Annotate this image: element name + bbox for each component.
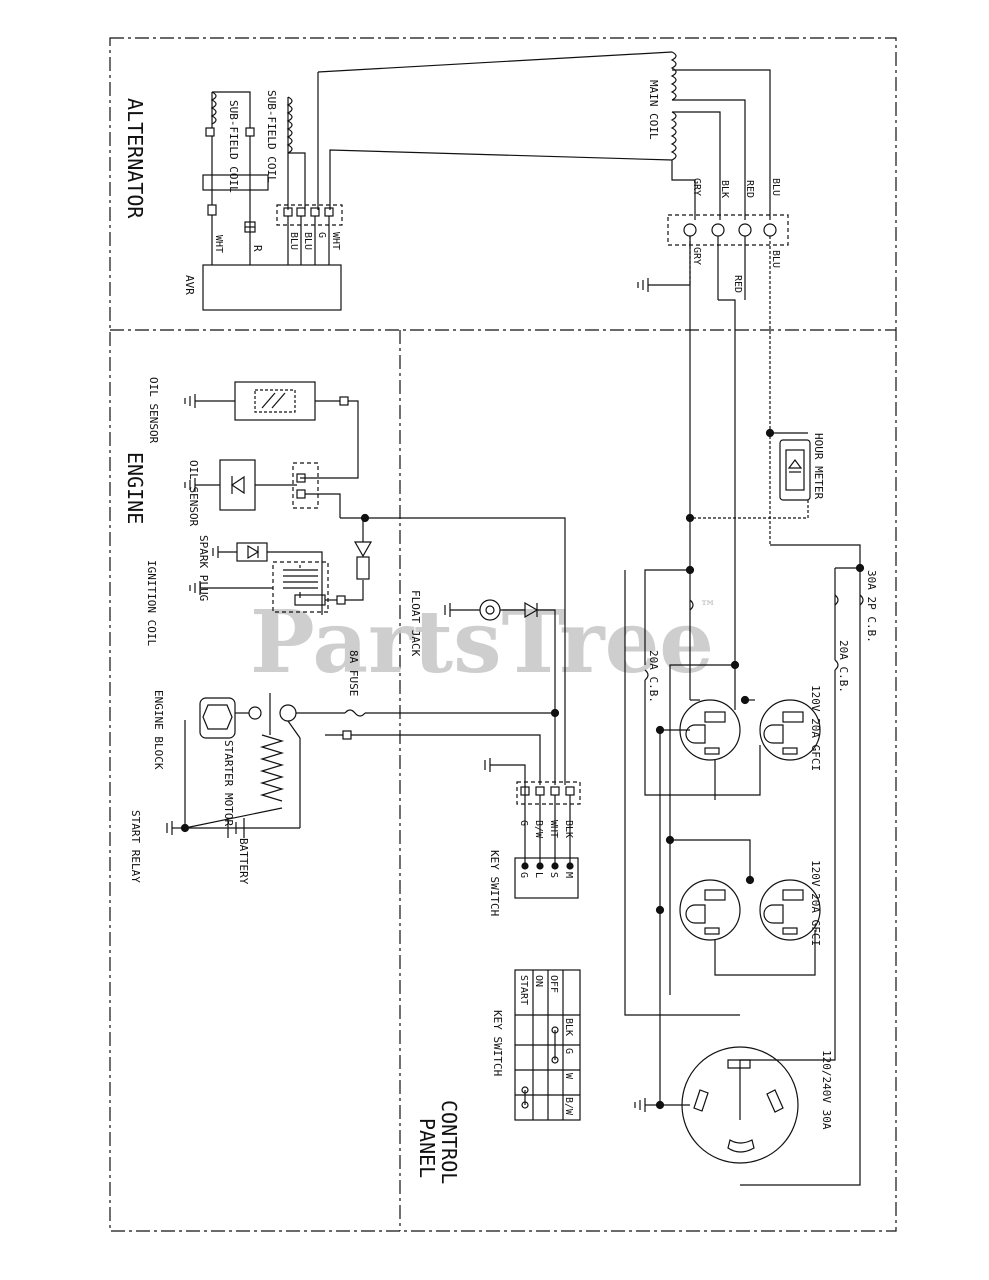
section-title-control: CONTROL	[437, 1100, 461, 1184]
oil-sensor-1-box[interactable]	[234, 381, 316, 421]
engine-section	[166, 381, 560, 838]
outlet-240-label: 120/240V 30A	[820, 1050, 833, 1130]
fuse-label: 8A FUSE	[347, 650, 360, 696]
avr-label: AVR	[183, 275, 196, 295]
ks-table-header-blk: BLK	[563, 1018, 574, 1036]
section-title-alternator: ALTERNATOR	[123, 98, 147, 219]
float-jack-label: FLOAT JACK	[409, 590, 422, 657]
start-relay-label: START RELAY	[129, 810, 142, 883]
main-coil-label: MAIN COIL	[647, 80, 660, 140]
section-title-panel: PANEL	[415, 1118, 439, 1178]
wire-label-red-top: RED	[744, 180, 755, 198]
control-section	[444, 599, 581, 899]
ks-pin-m: M	[563, 872, 574, 878]
avr-pin-blu-1: BLU	[302, 232, 313, 250]
cb-20a-right-label: 20A C.B.	[837, 640, 850, 693]
ks-table-row-off: OFF	[548, 975, 559, 993]
oil-sensor-2-label: OIL SENSOR	[187, 460, 200, 527]
watermark: PartsTree	[250, 592, 714, 693]
wire-label-blu-top: BLU	[770, 178, 781, 196]
ks-table-row-start: START	[518, 975, 529, 1005]
spark-plug-label: SPARK PLUG	[197, 535, 210, 601]
avr-pin-g: G	[316, 232, 327, 238]
sub-field-coil-right	[286, 96, 293, 154]
key-switch-label: KEY SWITCH	[488, 850, 501, 916]
hour-meter[interactable]	[779, 439, 811, 501]
ks-pin-l: L	[533, 872, 544, 878]
ks-table-header-g: G	[563, 1048, 574, 1054]
ignition-coil[interactable]	[272, 561, 329, 613]
oil-sensor-1-label: OIL SENSOR	[147, 377, 160, 444]
spark-plug[interactable]	[236, 542, 268, 562]
ks-table-row-on: ON	[533, 975, 544, 987]
fuse-8a[interactable]	[344, 709, 366, 717]
ks-wire-wht: WHT	[548, 820, 559, 838]
avr-box[interactable]	[202, 264, 342, 311]
sub-field-coil-left	[210, 91, 217, 125]
avr-pin-wht-2: WHT	[330, 232, 341, 250]
avr-pin-wht: WHT	[213, 235, 224, 253]
watermark-tm: ™	[700, 597, 716, 616]
ks-table-header-bw: B/W	[563, 1097, 574, 1116]
main-coil-upper	[670, 51, 677, 101]
sub-field-coil-left-label: SUB-FIELD COIL	[227, 100, 240, 193]
hour-meter-label: HOUR METER	[812, 433, 825, 500]
avr-pin-blu-2: BLU	[288, 232, 299, 250]
gfci-outlet-2[interactable]	[624, 570, 821, 1105]
breaker-20a-left[interactable]	[644, 565, 761, 796]
ks-wire-blk: BLK	[563, 820, 574, 838]
twist-lock-outlet[interactable]	[634, 1046, 799, 1164]
starter-motor-label: STARTER MOTOR	[222, 740, 235, 826]
breaker-30a[interactable]	[739, 563, 865, 1121]
key-switch-table	[514, 969, 581, 1121]
engine-block[interactable]	[199, 697, 236, 739]
main-coil-lower	[670, 111, 677, 161]
avr-pin-r: R	[251, 245, 264, 252]
diagram-border	[109, 37, 897, 1232]
sub-field-coil-right-label: SUB-FIELD COIL	[265, 90, 278, 183]
key-switch[interactable]	[514, 857, 579, 899]
gfci-1-label: 120V 20A GFCI	[809, 685, 822, 771]
ks-table-title: KEY SWITCH	[491, 1010, 504, 1076]
hour-meter-group	[340, 236, 861, 1186]
wire-label-blk-top: BLK	[719, 180, 730, 198]
wire-label-gry-bottom: GRY	[691, 247, 702, 265]
ignition-coil-label: IGNITION COIL	[145, 560, 158, 646]
gfci-2-label: 120V 20A GFCI	[809, 860, 822, 946]
key-switch-connector[interactable]	[516, 781, 581, 805]
ks-table-header-w: W	[563, 1073, 574, 1080]
ks-pin-s: S	[548, 872, 559, 878]
battery-label: BATTERY	[237, 838, 250, 885]
wire-label-blu-bottom: BLU	[770, 250, 781, 268]
oil-sensor-2-box[interactable]	[219, 459, 256, 511]
section-title-engine: ENGINE	[123, 452, 147, 524]
engine-block-label: ENGINE BLOCK	[152, 690, 165, 770]
main-terminal-block	[667, 214, 789, 246]
starter-motor[interactable]	[259, 734, 285, 802]
wire-label-red-bottom: RED	[732, 275, 743, 293]
ks-wire-bw: B/W	[533, 820, 544, 839]
ks-wire-g: G	[518, 820, 529, 826]
cb-30a-label: 30A 2P C.B.	[865, 570, 878, 643]
gfci-outlet-1[interactable]	[655, 660, 821, 996]
wire-label-gry-top: GRY	[691, 178, 702, 196]
ks-pin-g: G	[518, 872, 529, 878]
sub-field-diode-box	[202, 174, 269, 191]
cb-20a-left-label: 20A C.B.	[647, 650, 660, 703]
